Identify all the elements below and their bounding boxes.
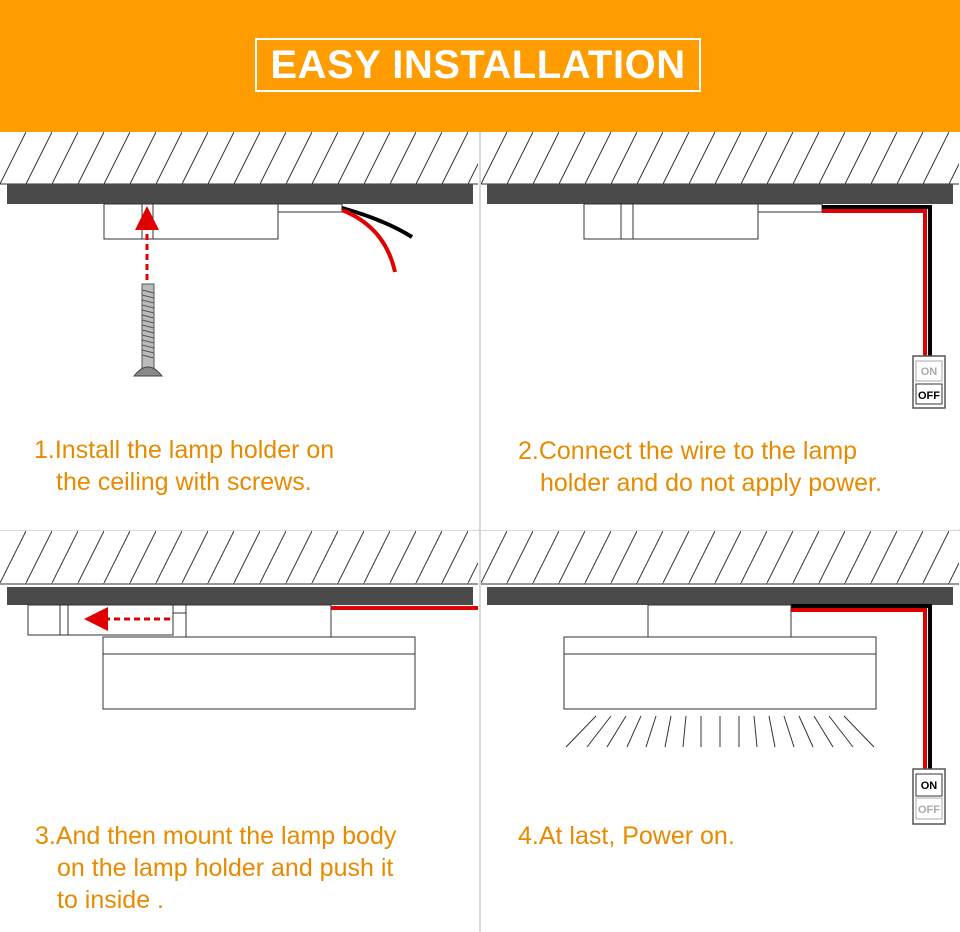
step-4-panel: ON OFF 4.At last, Power on. <box>481 531 959 929</box>
power-switch-icon: ON OFF <box>912 768 946 825</box>
page-title: EASY INSTALLATION <box>255 38 701 92</box>
screw-icon <box>132 283 164 377</box>
step-4-diagram: ON OFF <box>481 531 959 825</box>
red-wire <box>341 208 397 273</box>
ceiling-bar <box>7 587 473 605</box>
lamp-body <box>102 636 416 710</box>
step-1-caption: 1.Install the lamp holder on the ceiling… <box>34 436 335 496</box>
step-1-panel: 1.Install the lamp holder on the ceiling… <box>0 132 478 530</box>
power-switch-icon: ON OFF <box>912 355 946 409</box>
black-wire <box>341 206 414 239</box>
ceiling-hatch <box>481 132 959 184</box>
lamp-mount <box>185 604 332 638</box>
black-wire <box>791 604 932 771</box>
switch-on-label: ON <box>921 780 938 792</box>
switch-off-label: OFF <box>918 390 940 402</box>
lamp-holder <box>27 604 174 636</box>
switch-off-label: OFF <box>918 804 940 816</box>
step-4-caption: 4.At last, Power on. <box>518 822 735 850</box>
lamp-body <box>563 636 877 710</box>
ceiling-bar <box>487 184 953 204</box>
red-wire <box>791 608 927 771</box>
lamp-mount <box>647 604 792 638</box>
switch-on-label: ON <box>921 366 938 378</box>
ceiling-hatch <box>481 531 959 584</box>
step-3-panel: 3.And then mount the lamp body on the la… <box>0 531 478 929</box>
ceiling-hatch <box>0 132 478 184</box>
step-2-diagram: ON OFF <box>481 132 959 409</box>
step-3-diagram <box>0 531 478 710</box>
light-rays-icon <box>565 715 875 748</box>
step-2-panel: ON OFF 2.Connect the wire to the lamp ho… <box>481 132 959 530</box>
ceiling-bar <box>487 587 953 605</box>
step-1-diagram <box>0 132 478 377</box>
lamp-holder <box>103 203 279 240</box>
horizontal-divider <box>0 529 960 531</box>
vertical-divider <box>479 132 481 932</box>
header-banner: EASY INSTALLATION <box>0 0 960 132</box>
step-3-caption: 3.And then mount the lamp body on the la… <box>35 822 397 914</box>
lamp-holder <box>583 203 759 240</box>
red-wire <box>822 209 927 358</box>
black-wire <box>822 205 932 358</box>
step-2-caption: 2.Connect the wire to the lamp holder an… <box>518 437 882 497</box>
ceiling-bar <box>7 184 473 204</box>
ceiling-hatch <box>0 531 478 584</box>
